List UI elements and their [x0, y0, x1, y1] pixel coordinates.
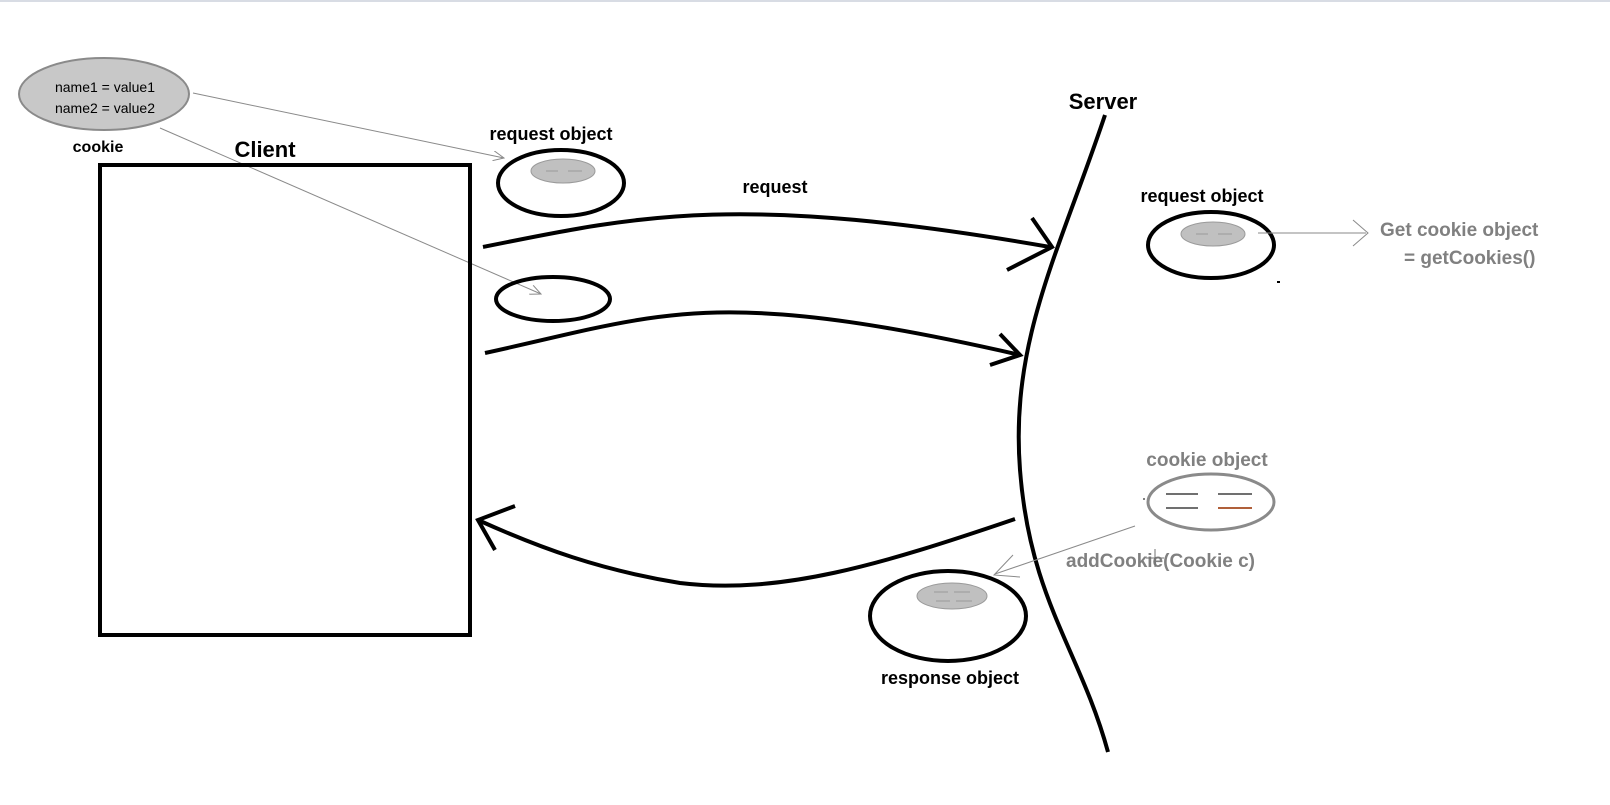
cookie-to-request-arrow-2 [159, 127, 541, 294]
response-arrow [477, 517, 1016, 588]
request-object-client [496, 148, 626, 218]
cookie-ellipse [18, 57, 190, 131]
request-object-client-ellipse [496, 148, 626, 218]
response-object-ellipse [868, 569, 1028, 663]
request-arrow-1-head [1006, 216, 1055, 272]
response-object-inner [916, 582, 988, 610]
cookie-object-label: cookie object [1146, 450, 1268, 471]
response-arrow-head [475, 504, 516, 551]
cookie-line-1: name1 = value1 [55, 79, 155, 95]
server-boundary [1016, 114, 1110, 753]
request-object-server [1146, 210, 1276, 280]
request-arrow-label: request [742, 177, 807, 197]
client-label: Client [234, 137, 296, 162]
cookie-object-ellipse [1146, 472, 1276, 532]
stray-dot-2 [1143, 498, 1145, 500]
add-cookie-arrow-head [992, 554, 1021, 578]
cookie-carrier-ellipse [494, 275, 612, 323]
request-arrow-1 [482, 212, 1051, 249]
cursor-icon [1146, 549, 1164, 567]
request-object-server-ellipse [1146, 210, 1276, 280]
get-cookie-arrow-head [1352, 219, 1369, 247]
cookie-to-request-arrow-1 [192, 92, 504, 158]
request-object-client-label: request object [489, 124, 612, 144]
cookie-object [1146, 472, 1276, 532]
stray-dot [1277, 281, 1280, 283]
client-box [98, 163, 472, 637]
request-arrow-2-head [989, 332, 1024, 367]
cookie-label: cookie [73, 139, 124, 156]
server-label: Server [1069, 89, 1138, 114]
add-cookie-label: addCookie(Cookie c) [1066, 551, 1255, 572]
request-object-server-inner [1180, 221, 1246, 247]
cookie-bubble: name1 = value1 name2 = value2 [18, 57, 190, 131]
response-object-label: response object [881, 668, 1019, 688]
get-cookie-line-2: = getCookies() [1404, 248, 1535, 269]
request-object-server-label: request object [1140, 186, 1263, 206]
cookie-line-2: name2 = value2 [55, 100, 155, 116]
get-cookie-line-1: Get cookie object [1380, 220, 1539, 241]
request-arrow-2 [484, 310, 1021, 357]
add-cookie-arrow [994, 525, 1136, 575]
response-object [868, 569, 1028, 663]
request-object-client-inner [530, 158, 596, 184]
